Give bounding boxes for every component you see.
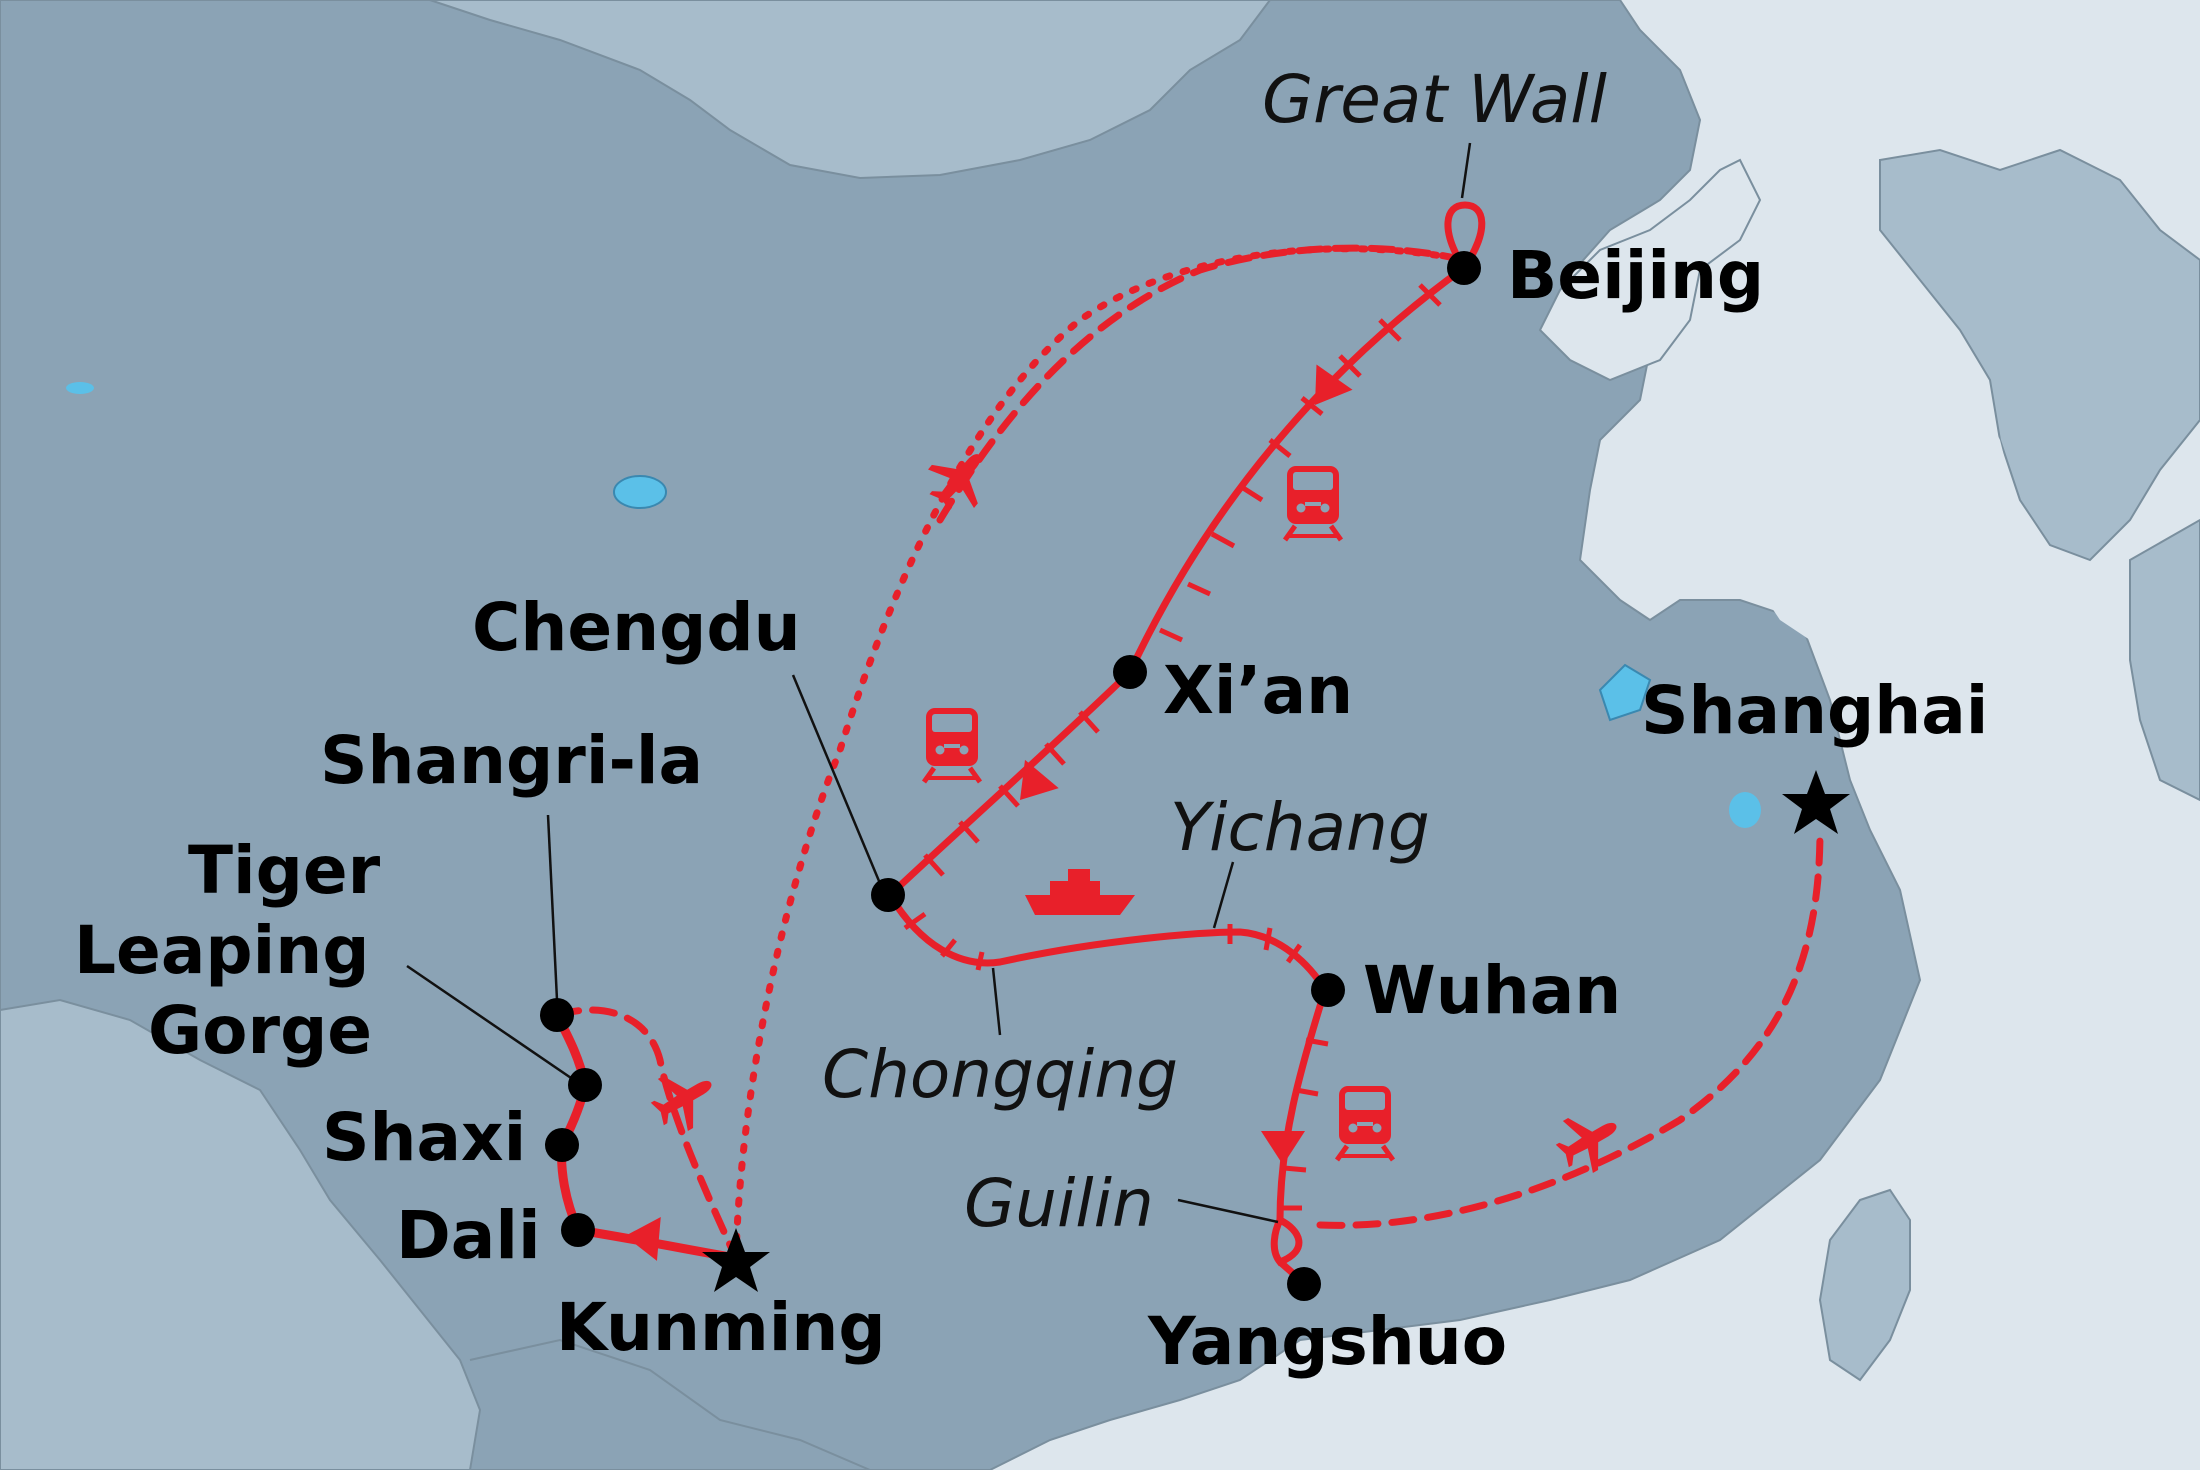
korea-land [1879,148,2200,562]
label-xian: Xi’an [1163,652,1353,729]
city-labels: Beijing Xi’an Chengdu Shangri-la Tiger L… [74,237,1988,1380]
label-chengdu: Chengdu [472,589,801,666]
dot-wuhan [1311,973,1345,1007]
label-yichang: Yichang [1170,789,1430,866]
label-dali: Dali [396,1197,541,1274]
dot-shangrila [540,998,574,1032]
label-beijing: Beijing [1507,237,1764,314]
route-dali-shangrila [552,1010,590,1235]
label-tiger-1: Tiger [188,832,381,909]
flight-shangrila-kunming [553,1006,740,1262]
label-yangshuo: Yangshuo [1147,1303,1507,1380]
label-shaxi: Shaxi [322,1099,526,1176]
label-great-wall: Great Wall [1262,61,1608,138]
label-shanghai: Shanghai [1641,672,1988,749]
place-labels: Great Wall Yichang Chongqing Guilin [822,61,1608,1242]
route-xian-chengdu [886,668,1134,899]
lake-taihu [1598,663,1652,722]
south-border [469,1338,871,1470]
flight-kunming-beijing-dashed [936,244,1468,524]
japan-land [2129,518,2200,802]
label-kunming: Kunming [556,1289,886,1366]
dot-shaxi [545,1128,579,1162]
dot-xian [1113,655,1147,689]
label-wuhan: Wuhan [1363,952,1621,1029]
dot-yangshuo [1287,1267,1321,1301]
label-guilin: Guilin [964,1165,1154,1242]
lake-hongze [1729,792,1761,828]
dot-tiger-leaping [568,1068,602,1102]
label-tiger-2: Leaping [74,912,369,989]
city-dots [540,251,1481,1301]
star-kunming-icon [702,1228,770,1292]
bohai-sea [1538,158,1762,382]
route-chengdu-wuhan [886,891,1329,994]
route-beijing-xian [1126,264,1468,676]
yellow-sea [1700,340,2040,680]
flight-guilin-shanghai [1316,826,1824,1229]
star-shanghai-icon [1782,770,1850,834]
taiwan-land [1818,1188,1911,1382]
dot-dali [561,1213,595,1247]
route-wuhan-guilin [1276,986,1329,1224]
dot-beijing [1447,251,1481,285]
route-great-wall-loop [1444,201,1486,272]
label-shangri-la: Shangri-la [320,722,703,799]
label-chongqing: Chongqing [822,1036,1178,1113]
southwest-neighbours [0,998,482,1470]
lake-west [66,382,94,394]
lake-qinghai [613,475,667,509]
boat-icon [1025,869,1135,915]
mongolia-land [429,0,1272,180]
leader-lines [406,142,1472,1224]
routes [552,201,1824,1286]
dot-chengdu [871,878,905,912]
label-tiger-3: Gorge [148,992,372,1069]
rail-ties [903,283,1442,1211]
